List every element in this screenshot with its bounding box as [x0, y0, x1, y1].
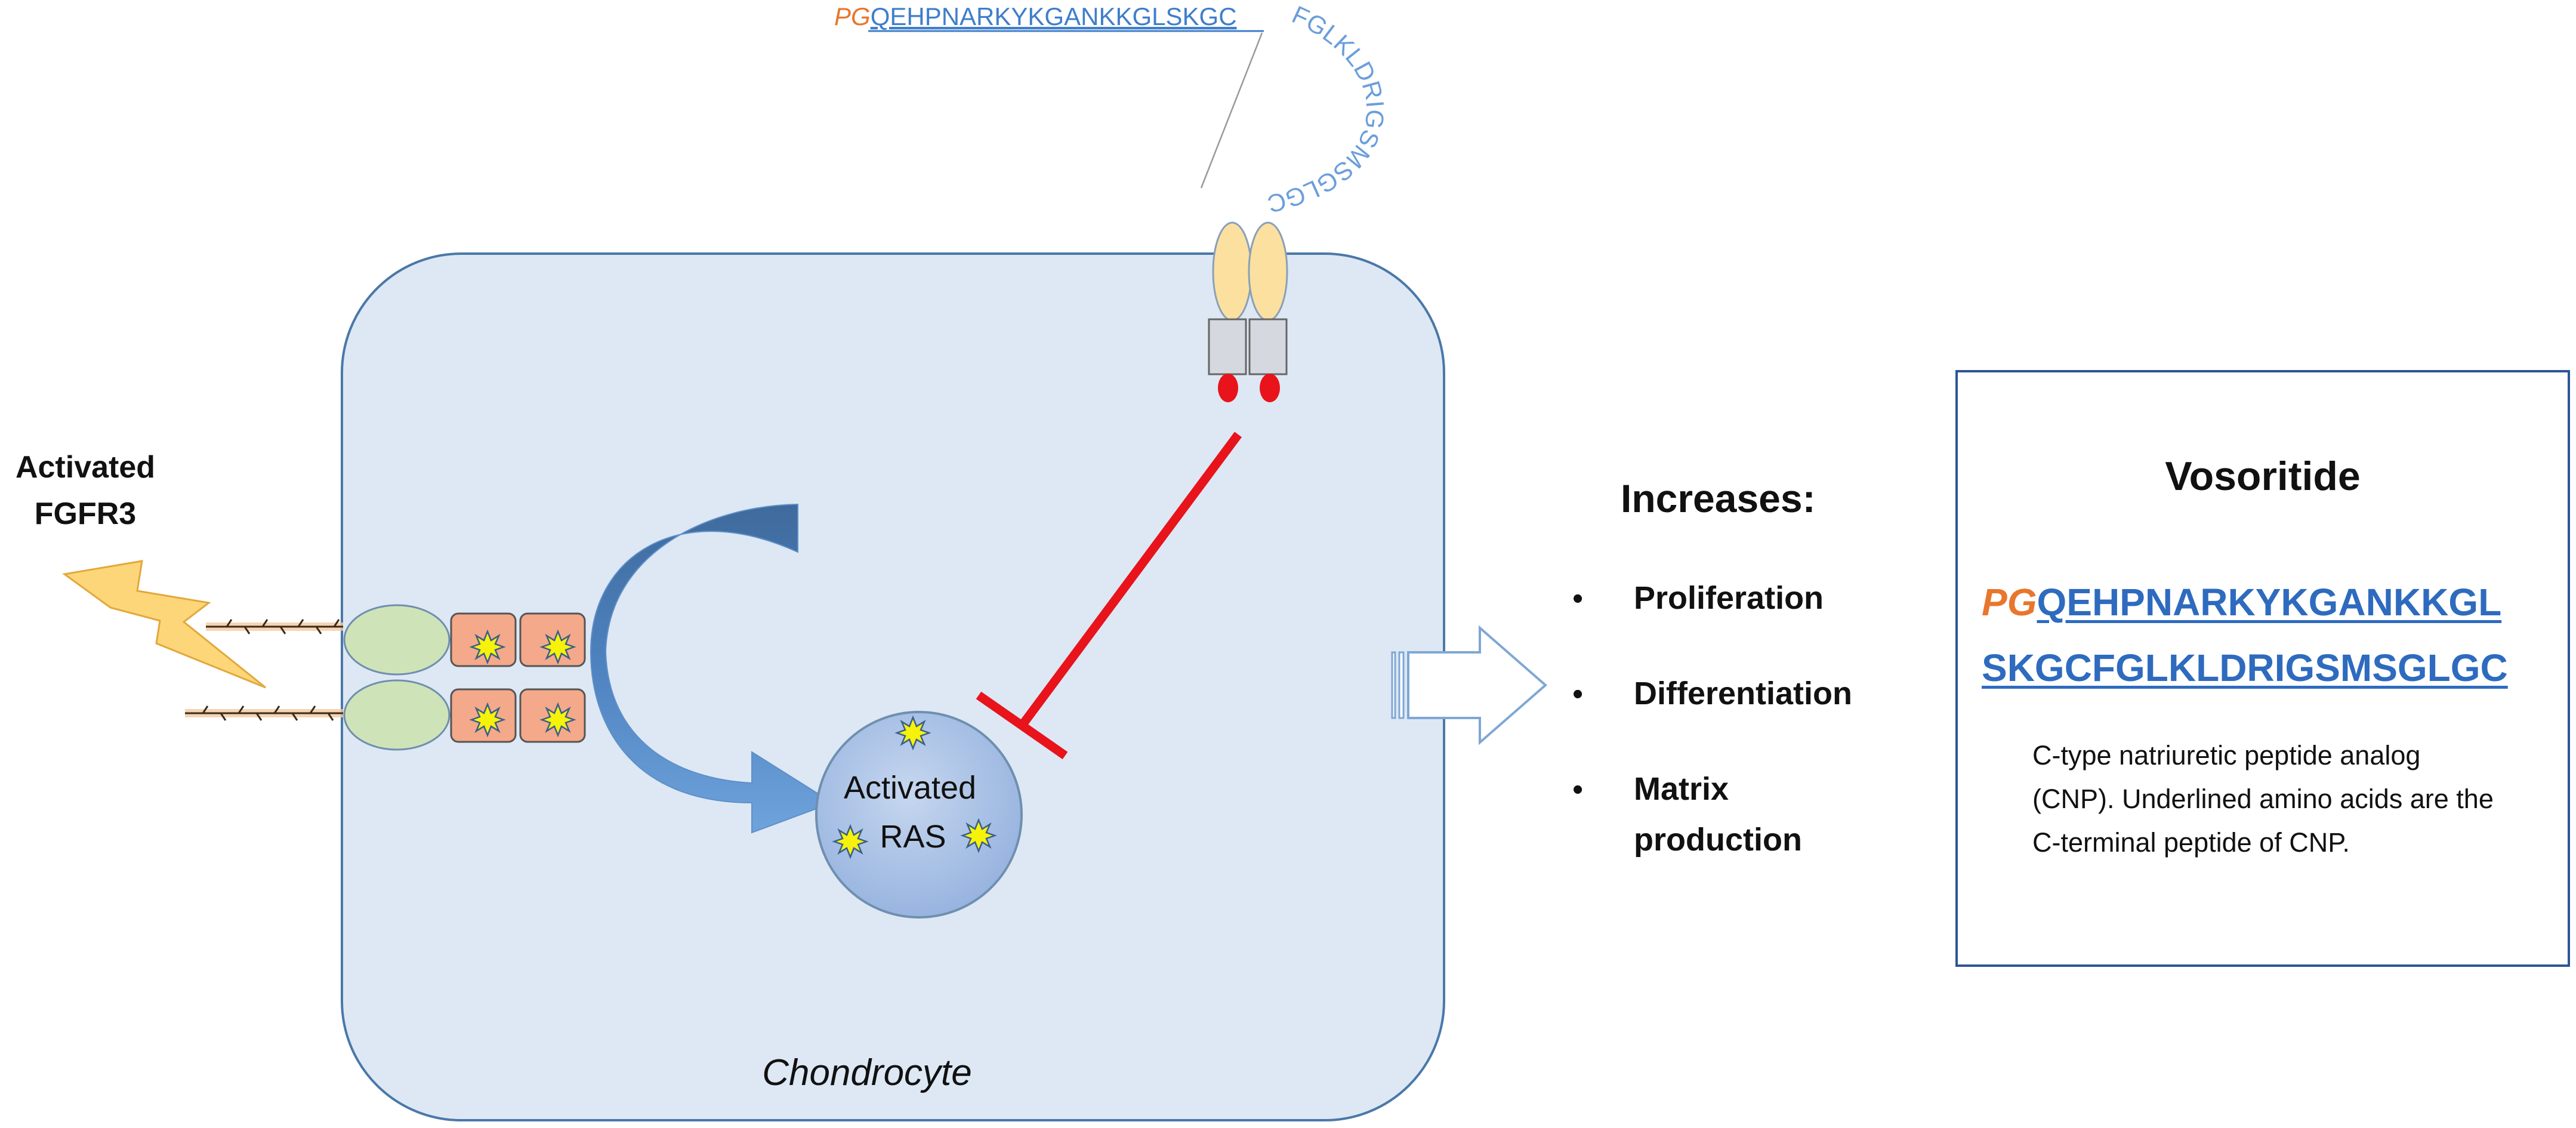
top-sequence-curved-path: FGLKLDRIGSMSGLGC	[1264, 0, 1390, 218]
bullet: •	[1572, 677, 1583, 711]
top-sequence-pg: PG	[834, 2, 871, 30]
inhibition-t-bar-icon	[976, 432, 1242, 760]
activation-starburst-icon	[541, 630, 575, 664]
activation-starburst-icon	[470, 630, 505, 664]
vosoritide-seq-line2: SKGCFGLKLDRIGSMSGLGC	[1982, 646, 2508, 689]
increases-item-matrix-line1: Matrix	[1634, 771, 1729, 807]
bullet: •	[1572, 581, 1583, 616]
fgfr3-label-line1: Activated	[16, 450, 155, 485]
increases-item-proliferation: Proliferation	[1634, 580, 1824, 616]
top-sequence-straight: PGQEHPNARKYKGANKKGLSKGC	[834, 2, 1237, 30]
vosoritide-title: Vosoritide	[2165, 454, 2361, 499]
ligand-chain-lower	[185, 705, 343, 721]
cell-label: Chondrocyte	[762, 1052, 972, 1093]
ligand-chain-upper	[206, 619, 343, 634]
vosoritide-sequence: PGQEHPNARKYKGANKKGL SKGCFGLKLDRIGSMSGLGC	[1982, 569, 2566, 701]
increases-item-matrix-line2: production	[1634, 822, 1802, 858]
top-sequence-underlined: QEHPNARKYKGANKKGLSKGC	[871, 2, 1237, 30]
increases-item-differentiation: Differentiation	[1634, 676, 1852, 711]
fgfr3-label-line2: FGFR3	[35, 497, 136, 531]
ras-label-line2: RAS	[880, 819, 946, 855]
curved-arrow-icon	[590, 503, 834, 834]
sequence-connector-line	[1200, 32, 1263, 189]
hollow-right-arrow-icon	[1391, 625, 1548, 745]
ras-label-line1: Activated	[844, 770, 976, 806]
activation-starburst-icon	[541, 703, 575, 736]
activation-starburst-icon	[470, 703, 505, 736]
vosoritide-info-box: Vosoritide PGQEHPNARKYKGANKKGL SKGCFGLKL…	[1955, 370, 2570, 967]
vosoritide-seq-line1: QEHPNARKYKGANKKGL	[2037, 581, 2502, 624]
activation-starburst-icon	[961, 819, 996, 852]
vosoritide-description: C-type natriuretic peptide analog (CNP).…	[2032, 740, 2494, 858]
lightning-bolt-icon	[62, 560, 266, 689]
activation-starburst-icon	[833, 825, 868, 858]
increases-heading: Increases:	[1621, 476, 1816, 520]
npr-b-receptor	[1208, 221, 1288, 402]
ras-protein	[815, 711, 1023, 919]
fgfr3-receptor	[343, 604, 586, 751]
top-sequence-curved: FGLKLDRIGSMSGLGC	[1264, 0, 1390, 218]
activation-starburst-icon	[896, 716, 930, 750]
bullet: •	[1572, 772, 1583, 807]
vosoritide-pg: PG	[1982, 581, 2037, 624]
